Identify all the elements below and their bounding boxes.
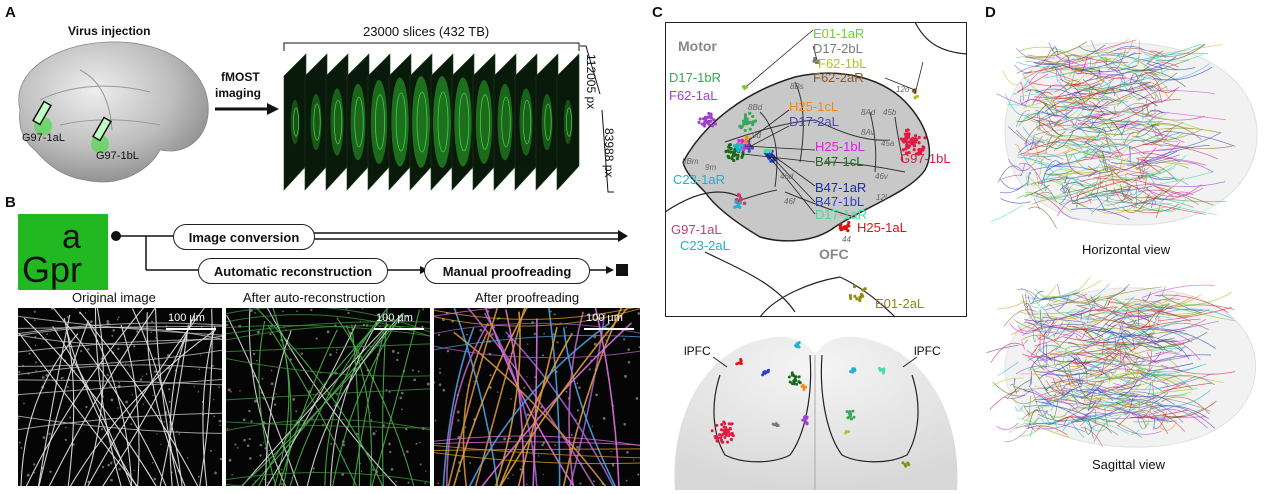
label-g97-1al: G97-1aL (671, 222, 722, 237)
workflow-arrows (111, 230, 628, 276)
area-label: 45a (881, 139, 895, 148)
area-label: 12o (896, 85, 910, 94)
area-label: 12l (876, 193, 887, 202)
virus-injection-title: Virus injection (68, 24, 151, 38)
label-e01-2al: E01-2aL (875, 296, 925, 311)
injection-label-2: G97-1bL (96, 150, 139, 162)
label-c23-1ar: C23-1aR (673, 172, 726, 187)
region-motor: Motor (678, 38, 717, 54)
area-label: 8Bd (748, 103, 763, 112)
label-h25-1cl: H25-1cL (789, 99, 839, 114)
label-d17-2bl: D17-2bL (813, 41, 863, 56)
area-label: 46v (875, 172, 888, 181)
area-label: 9m (705, 163, 717, 172)
step-auto-reconstruction: Automatic reconstruction (198, 258, 388, 284)
fmost-label: fMOST (221, 70, 260, 84)
sagittal-view-render (986, 276, 1257, 448)
region-ofc: OFC (819, 246, 849, 262)
lpfc-left-label: lPFC (684, 344, 711, 358)
area-label: 46f (784, 197, 796, 206)
slices-bracket (283, 42, 580, 51)
panel-letter-b: B (5, 194, 16, 211)
area-label: 45b (883, 108, 897, 117)
step-image-conversion: Image conversion (173, 224, 315, 250)
panel-letter-a: A (5, 4, 16, 21)
label-d17-1br: D17-1bR (669, 70, 722, 85)
horizontal-view-render (990, 38, 1258, 229)
label-b47-1cl: B47-1cL (815, 154, 864, 169)
gpr-logo-glyphs: a Gpr (22, 218, 82, 290)
caption-proofreading: After proofreading (475, 290, 580, 305)
area-label: 8Av (861, 128, 875, 137)
label-h25-1al: H25-1aL (857, 220, 907, 235)
dim-brackets (580, 45, 614, 193)
slices-label: 23000 slices (432 TB) (363, 24, 490, 39)
area-label: 44 (842, 235, 851, 244)
scalebar-auto: 100 µm (376, 312, 413, 324)
injection-label-1: G97-1aL (22, 132, 65, 144)
label-b47-1bl: B47-1bL (815, 194, 865, 209)
label-e01-1ar: E01-1aR (813, 26, 865, 41)
area-label: 8Bm (682, 157, 699, 166)
label-f62-1al: F62-1aL (669, 88, 718, 103)
horizontal-view-label: Horizontal view (1082, 242, 1171, 257)
sagittal-view-label: Sagittal view (1092, 457, 1165, 472)
caption-auto: After auto-reconstruction (243, 290, 386, 305)
panel-letter-c: C (652, 4, 663, 21)
label-d17-2al: D17-2aL (789, 114, 839, 129)
label-f62-1bl: F62-1bL (818, 56, 867, 71)
label-f62-2ar: F62-2aR (813, 70, 864, 85)
scalebar-proofread: 100 µm (586, 312, 623, 324)
step-manual-proofreading: Manual proofreading (424, 258, 590, 284)
area-label: 9d (752, 131, 761, 140)
label-b47-1ar: B47-1aR (815, 180, 867, 195)
label-g97-1bl: G97-1bL (900, 151, 951, 166)
gpr-logo: a Gpr (18, 214, 108, 290)
label-d17-1ar: D17-1aR (815, 207, 868, 222)
lpfc-right-label: lPFC (914, 344, 941, 358)
monkey-brain-illustration (18, 41, 209, 183)
pfc-map (664, 21, 968, 318)
caption-original: Original image (72, 290, 156, 305)
area-label: 8Bs (790, 82, 804, 91)
micrograph-auto: 100 µm (226, 308, 430, 486)
pfc-map-frame (665, 22, 967, 317)
area-label: 8Ad (861, 108, 876, 117)
arrow-right-icon (215, 103, 279, 115)
micrograph-original: 100 µm (18, 308, 222, 486)
frontal-brain-view (674, 336, 958, 490)
svg-text:a: a (62, 218, 81, 256)
label-c23-2al: C23-2aL (680, 238, 730, 253)
panel-letter-d: D (985, 4, 996, 21)
scalebar-original: 100 µm (168, 312, 205, 324)
svg-text:Gpr: Gpr (22, 249, 82, 290)
area-label: 46d (780, 172, 794, 181)
micrograph-proofread: 100 µm (434, 308, 640, 486)
label-h25-1bl: H25-1bL (815, 139, 865, 154)
imaging-label: imaging (215, 86, 262, 100)
slice-stack (283, 53, 580, 191)
